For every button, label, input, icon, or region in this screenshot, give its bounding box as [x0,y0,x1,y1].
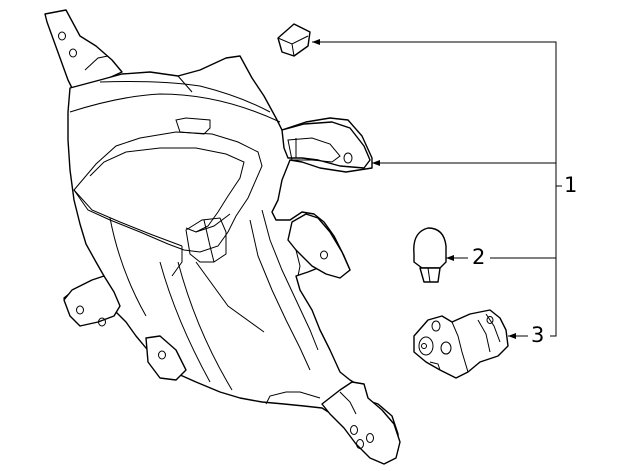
callout-1: 1 [563,173,579,197]
socket-icon [413,309,509,379]
bulb-icon [413,227,447,283]
rubber-cap-icon [277,23,311,57]
fog-lamp-housing-icon [44,9,401,465]
leader-lines [312,39,562,339]
callout-2: 2 [471,245,487,269]
callout-3: 3 [530,323,546,347]
